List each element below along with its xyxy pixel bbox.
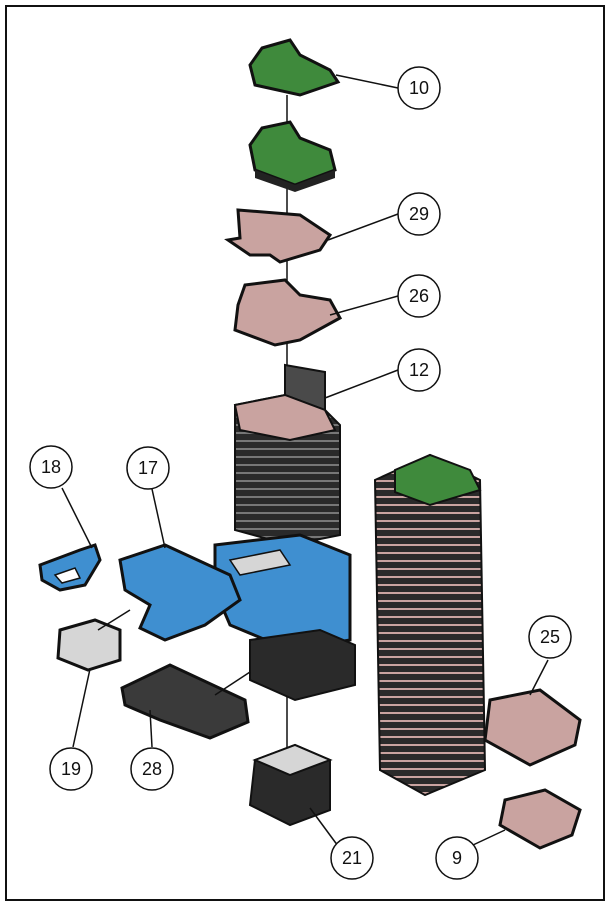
callout-label: 25 bbox=[540, 627, 560, 647]
part-9-plate bbox=[498, 788, 582, 850]
part-10-green-cover bbox=[248, 38, 341, 97]
callout-28: 28 bbox=[130, 747, 174, 791]
part-21-housing bbox=[248, 743, 333, 827]
callout-17: 17 bbox=[126, 446, 170, 490]
callout-26: 26 bbox=[397, 274, 441, 318]
part-25-plate bbox=[483, 688, 582, 767]
callout-label: 19 bbox=[61, 759, 81, 779]
callout-label: 17 bbox=[138, 458, 158, 478]
callout-label: 18 bbox=[41, 457, 61, 477]
part-18-clip bbox=[38, 543, 102, 592]
callout-label: 12 bbox=[409, 360, 429, 380]
leader-lines bbox=[61, 74, 549, 847]
callout-label: 10 bbox=[409, 78, 429, 98]
callout-10: 10 bbox=[397, 66, 441, 110]
part-26-plate bbox=[233, 278, 343, 347]
callout-25: 25 bbox=[528, 615, 572, 659]
callout-18: 18 bbox=[29, 445, 73, 489]
right-terminal-stack bbox=[373, 453, 487, 797]
callout-9: 9 bbox=[435, 836, 479, 880]
callout-12: 12 bbox=[397, 348, 441, 392]
callout-29: 29 bbox=[397, 192, 441, 236]
callout-label: 9 bbox=[452, 848, 462, 868]
central-terminal-stack bbox=[233, 393, 341, 547]
part-28-bar bbox=[120, 663, 250, 740]
callout-19: 19 bbox=[49, 747, 93, 791]
part-green-cover-stack bbox=[248, 120, 337, 192]
callout-label: 26 bbox=[409, 286, 429, 306]
callout-label: 21 bbox=[342, 848, 362, 868]
part-19-module bbox=[56, 618, 122, 672]
callout-21: 21 bbox=[330, 836, 374, 880]
part-29-plate bbox=[224, 208, 333, 264]
part-17-blue-carrier bbox=[118, 543, 242, 642]
lower-dark-block bbox=[249, 628, 356, 702]
callout-label: 28 bbox=[142, 759, 162, 779]
callout-label: 29 bbox=[409, 204, 429, 224]
